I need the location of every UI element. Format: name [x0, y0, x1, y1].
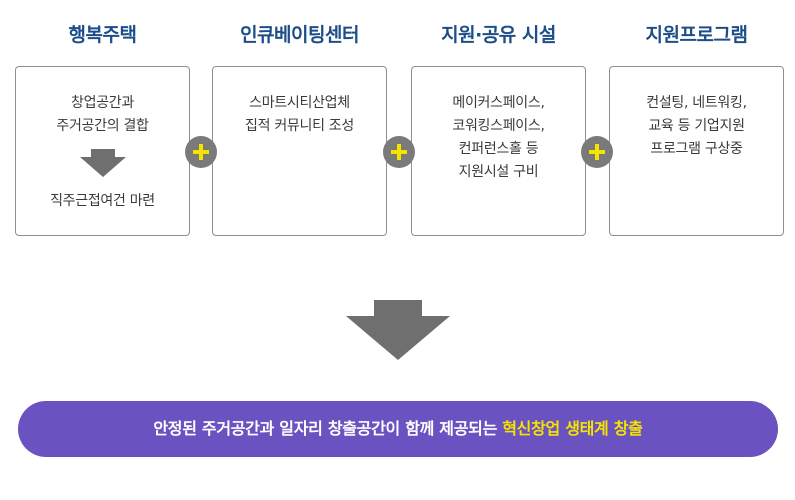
title-incubating-center: 인큐베이팅센터 [240, 24, 359, 46]
box-incubating-center: 스마트시티산업체 집적 커뮤니티 조성 [212, 66, 387, 236]
plus-icon [185, 136, 217, 168]
result-banner: 안정된 주거공간과 일자리 창출공간이 함께 제공되는 혁신창업 생태계 창출 [18, 401, 778, 457]
arrow-down-icon [80, 149, 126, 177]
banner-highlight: 혁신창업 생태계 창출 [502, 419, 643, 438]
plus-icon [383, 136, 415, 168]
housing-line-1: 창업공간과 [71, 95, 134, 111]
programs-line-3: 프로그램 구상중 [650, 141, 743, 157]
box-support-programs: 컨설팅, 네트워킹, 교육 등 기업지원 프로그램 구상중 [609, 66, 784, 236]
programs-line-1: 컨설팅, 네트워킹, [646, 95, 747, 111]
programs-text: 컨설팅, 네트워킹, 교육 등 기업지원 프로그램 구상중 [610, 92, 783, 161]
box-happy-housing: 창업공간과 주거공간의 결합 직주근접여건 마련 [15, 66, 190, 236]
programs-line-2: 교육 등 기업지원 [648, 118, 745, 134]
title-happy-housing: 행복주택 [68, 24, 137, 46]
facilities-line-2: 코워킹스페이스, [452, 118, 545, 134]
incubating-text: 스마트시티산업체 집적 커뮤니티 조성 [213, 92, 386, 138]
facilities-line-3: 컨퍼런스홀 등 [458, 141, 539, 157]
housing-text: 창업공간과 주거공간의 결합 [16, 92, 189, 138]
facilities-text: 메이커스페이스, 코워킹스페이스, 컨퍼런스홀 등 지원시설 구비 [412, 92, 585, 184]
housing-line-2: 주거공간의 결합 [56, 118, 149, 134]
incubating-line-2: 집적 커뮤니티 조성 [245, 118, 354, 134]
title-support-facilities: 지원·공유 시설 [441, 24, 556, 46]
incubating-line-1: 스마트시티산업체 [249, 95, 350, 111]
housing-result: 직주근접여건 마련 [50, 193, 155, 209]
title-support-programs: 지원프로그램 [645, 24, 748, 46]
facilities-line-4: 지원시설 구비 [458, 164, 539, 180]
banner-text: 안정된 주거공간과 일자리 창출공간이 함께 제공되는 [153, 419, 497, 438]
plus-icon [581, 136, 613, 168]
facilities-line-1: 메이커스페이스, [452, 95, 545, 111]
box-support-facilities: 메이커스페이스, 코워킹스페이스, 컨퍼런스홀 등 지원시설 구비 [411, 66, 586, 236]
big-arrow-down-icon [346, 300, 450, 360]
